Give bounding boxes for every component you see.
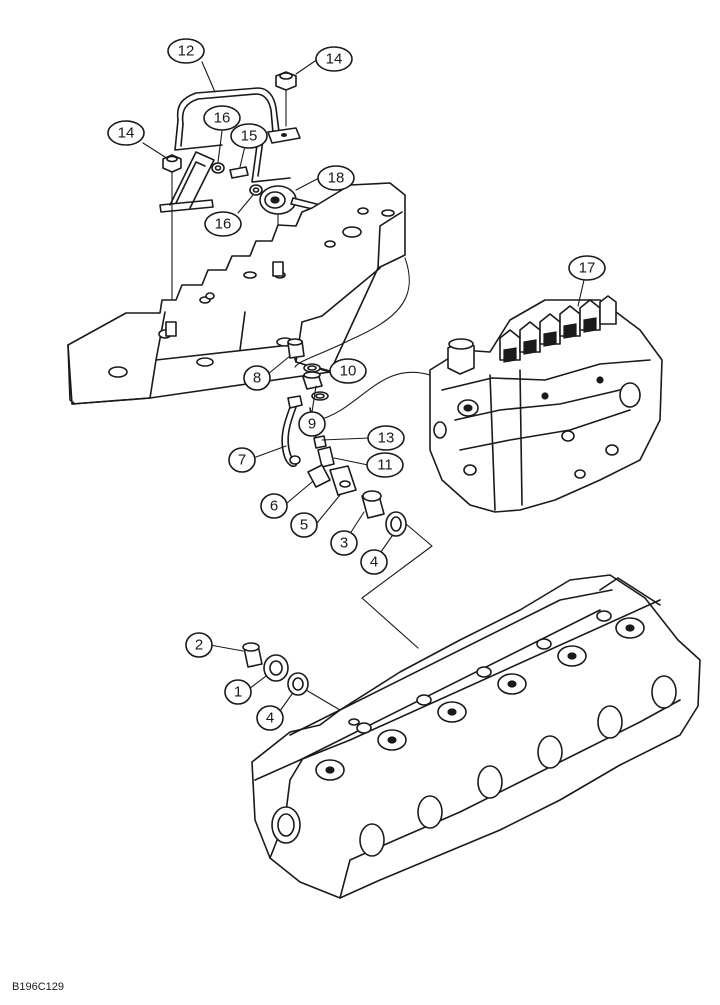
seal-ring-4-lower	[287, 672, 309, 696]
callout-10: 10	[329, 358, 367, 384]
callout-14-upper: 14	[315, 46, 353, 72]
lower-bracket	[159, 151, 215, 213]
callout-label: 16	[215, 216, 232, 233]
cover-leader-line	[294, 257, 410, 368]
callout-16-lower: 16	[204, 211, 242, 237]
callout-11: 11	[366, 452, 404, 478]
callout-label: 4	[266, 710, 274, 727]
callout-label: 13	[378, 430, 395, 447]
callout-label: 17	[579, 260, 596, 277]
valve-cover	[67, 182, 406, 405]
callout-label: 6	[270, 498, 278, 515]
o-ring-1	[263, 654, 289, 682]
callout-13: 13	[367, 425, 405, 451]
callout-18: 18	[317, 165, 355, 191]
injection-pump-17	[429, 295, 663, 513]
washer-16-upper	[211, 162, 225, 174]
callout-label: 3	[340, 535, 348, 552]
callout-4-lower: 4	[256, 705, 284, 731]
callout-14-left: 14	[107, 120, 145, 146]
pump-leader-line	[317, 371, 431, 421]
banjo-bolt-9	[302, 371, 323, 390]
support-bracket	[174, 87, 301, 183]
callout-label: 18	[328, 170, 345, 187]
callout-15: 15	[230, 123, 268, 149]
callout-label: 5	[300, 517, 308, 534]
callout-16-upper: 16	[203, 105, 241, 131]
nut-14-upper	[275, 71, 297, 127]
fuel-tube-7	[281, 395, 303, 468]
callout-label: 8	[253, 370, 261, 387]
callout-label: 14	[326, 51, 343, 68]
callout-label: 16	[214, 110, 231, 127]
nipple-6	[307, 464, 331, 488]
seal-leader-line	[361, 523, 433, 649]
callout-label: 11	[377, 457, 393, 474]
callout-12: 12	[167, 38, 205, 64]
fitting-11	[317, 446, 335, 468]
callout-5: 5	[290, 512, 318, 538]
callout-label: 2	[195, 637, 203, 654]
spacer-15	[229, 166, 249, 179]
callout-label: 10	[340, 363, 357, 380]
callout-label: 12	[178, 43, 195, 60]
seal-ring-4-upper	[385, 511, 407, 537]
fitting-8	[287, 338, 305, 359]
callout-label: 14	[118, 125, 135, 142]
callout-label: 4	[370, 554, 378, 571]
plug-2	[242, 642, 263, 668]
nut-14-left	[162, 154, 182, 321]
callout-7: 7	[228, 447, 256, 473]
figure-code: B196C129	[12, 981, 64, 993]
washer-16-lower	[249, 184, 263, 196]
washer-10-lower	[311, 391, 329, 401]
callout-9: 9	[298, 411, 326, 437]
callout-1: 1	[224, 679, 252, 705]
callout-label: 7	[238, 452, 246, 469]
cover-stud-center	[272, 261, 284, 277]
callout-8: 8	[243, 365, 271, 391]
callout-3: 3	[330, 530, 358, 556]
callout-label: 15	[241, 128, 258, 145]
callout-6: 6	[260, 493, 288, 519]
head-leader-line	[305, 689, 341, 711]
callout-17: 17	[568, 255, 606, 281]
leader-lines	[142, 58, 585, 719]
cover-stud-left	[165, 321, 177, 337]
callout-2: 2	[185, 632, 213, 658]
plug-3	[361, 490, 385, 519]
callout-4-upper: 4	[360, 549, 388, 575]
adapter-5	[329, 465, 357, 496]
callout-label: 9	[308, 416, 316, 433]
washer-10-upper	[303, 363, 321, 373]
callout-label: 1	[234, 684, 242, 701]
cylinder-head	[251, 574, 701, 899]
